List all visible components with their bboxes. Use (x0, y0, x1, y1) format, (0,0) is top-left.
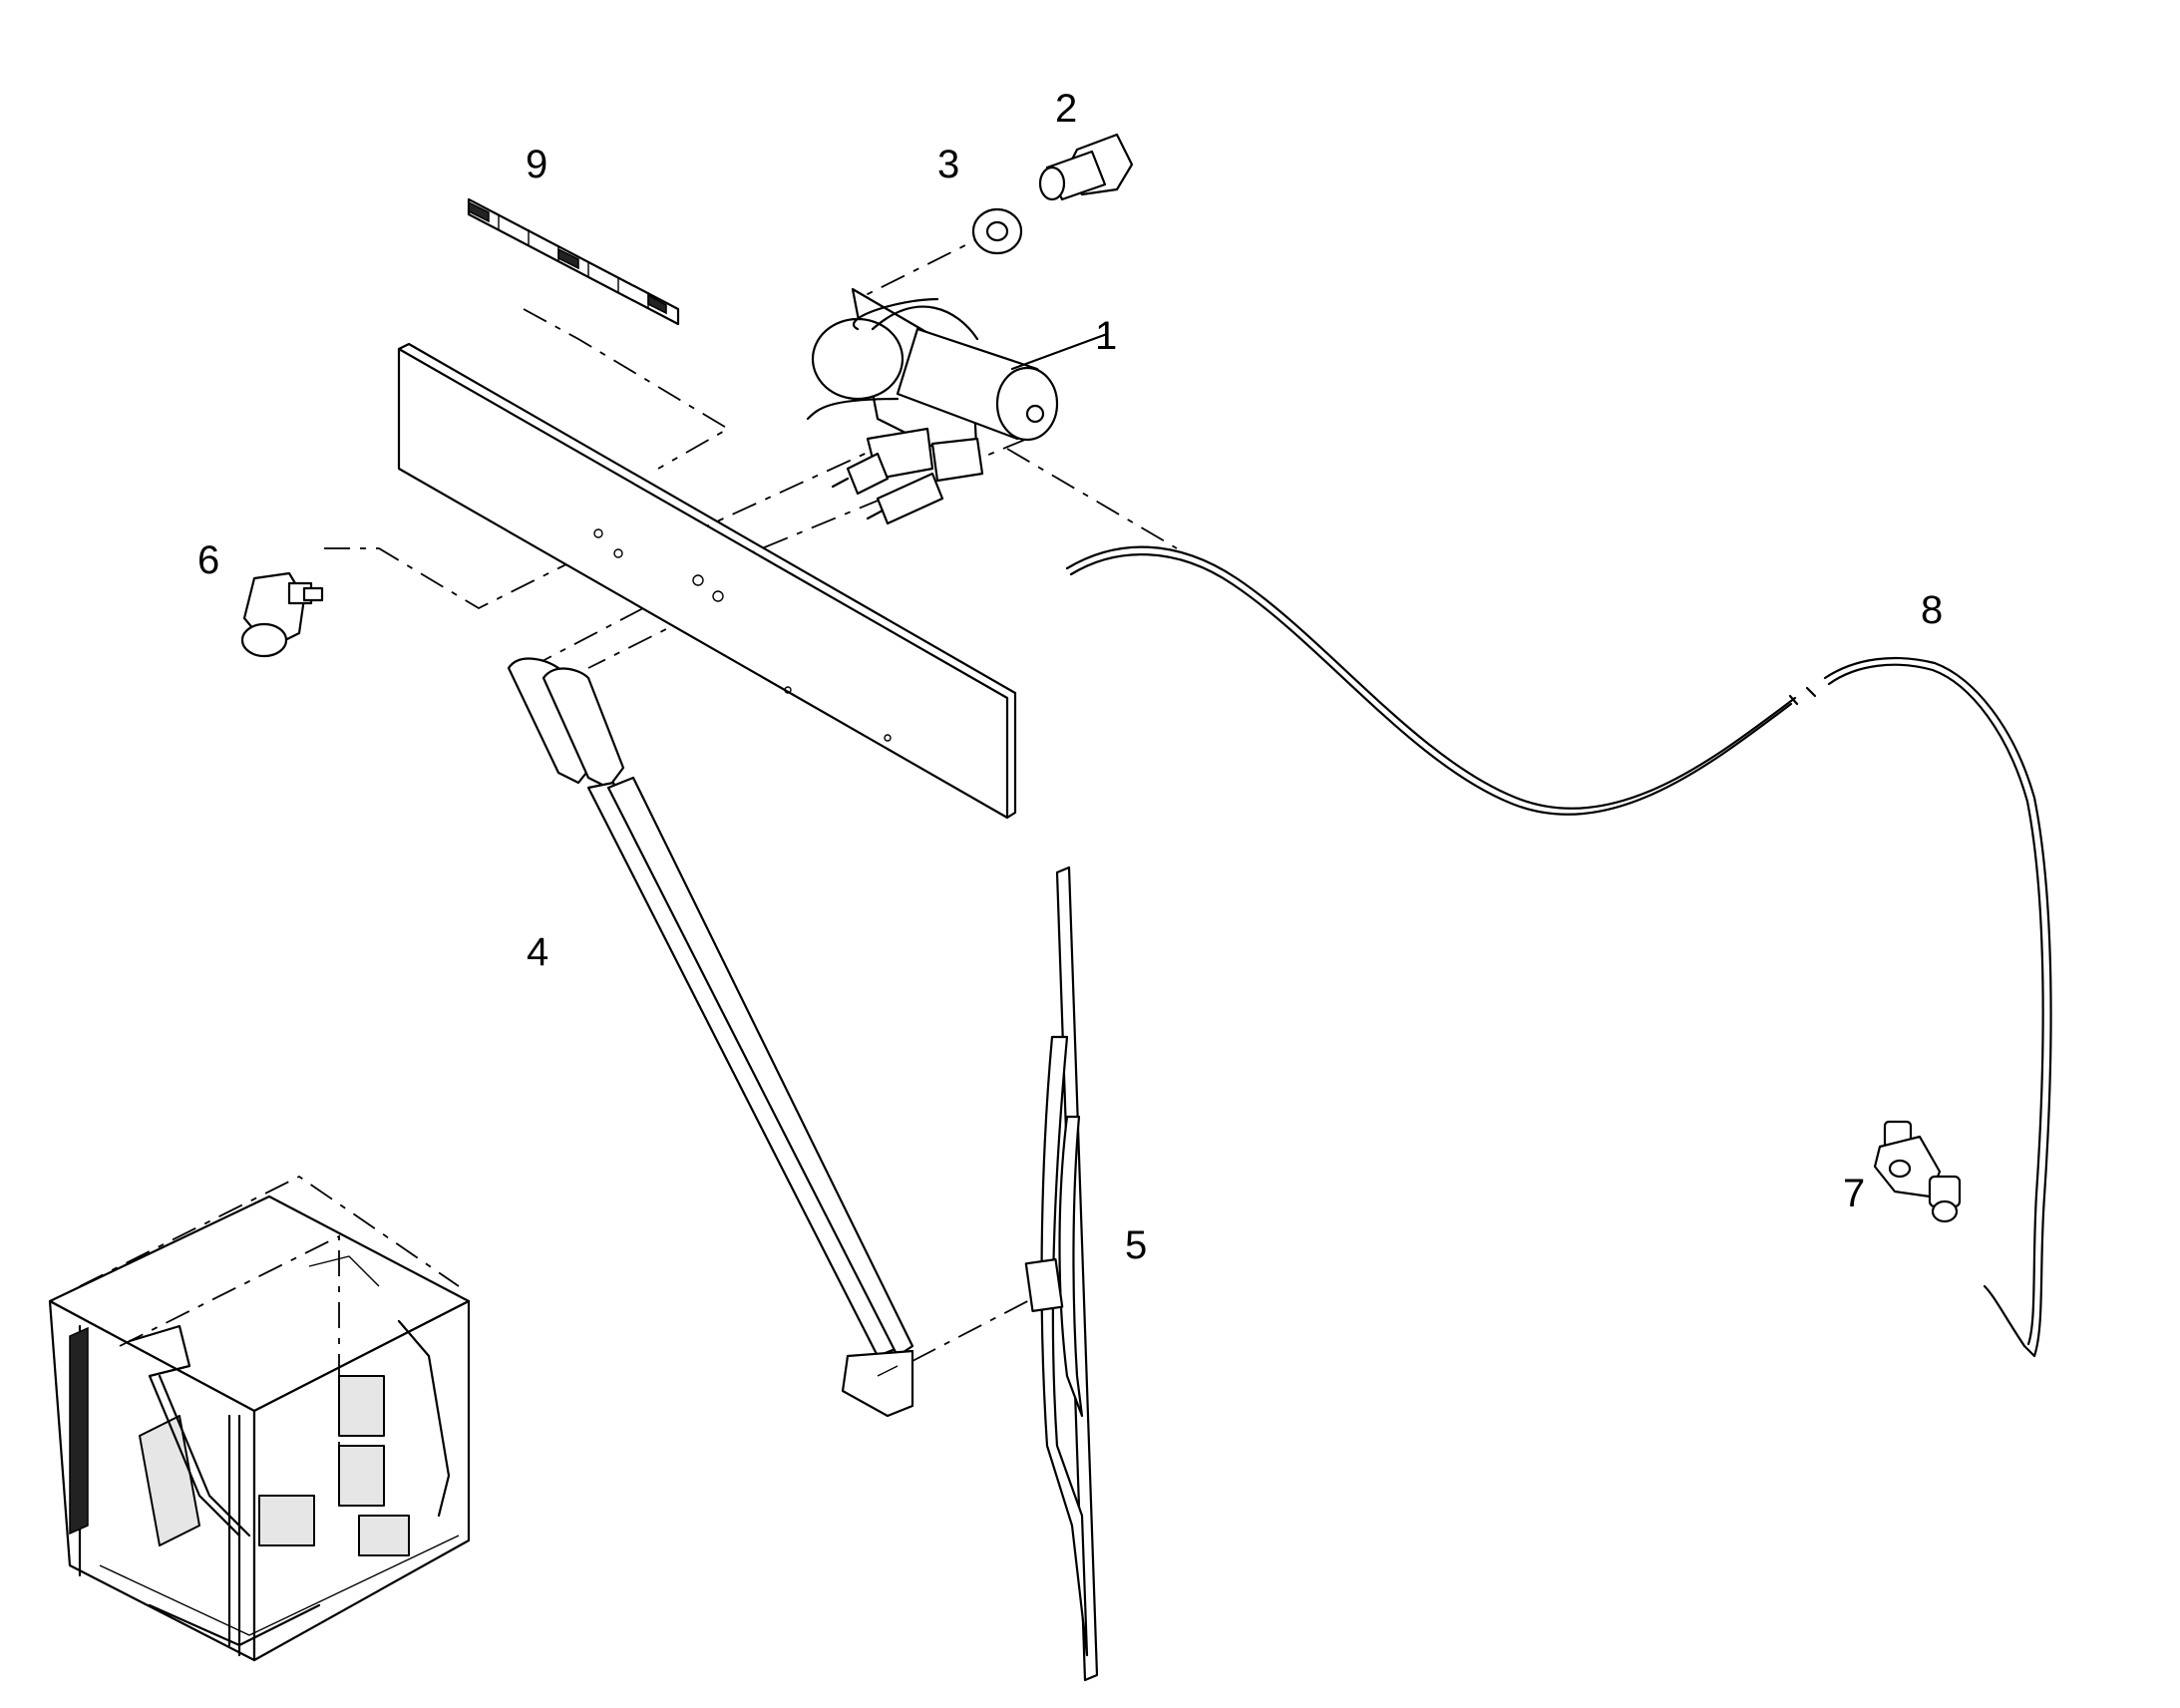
wiper-blade-part-5 (1024, 865, 1099, 1682)
check-valve-part-7 (1873, 1120, 1962, 1223)
wiper-motor-part-1 (806, 287, 1059, 525)
strip-part-9 (467, 197, 680, 326)
cab-overview (48, 1175, 471, 1662)
callout-5: 5 (1125, 1223, 1147, 1267)
callout-2: 2 (1055, 87, 1077, 131)
washer-part-3 (971, 207, 1023, 255)
callout-6: 6 (197, 538, 219, 582)
callout-4: 4 (527, 930, 548, 974)
callout-9: 9 (526, 143, 547, 186)
bolt-part-2 (1038, 133, 1134, 201)
mounting-plate (397, 342, 1017, 820)
washer-hose-part-8 (1065, 545, 2052, 1358)
callout-1: 1 (1095, 314, 1117, 358)
callout-8: 8 (1921, 588, 1943, 632)
callout-3: 3 (937, 143, 959, 186)
leader-lines (1010, 332, 1109, 371)
washer-nozzle-part-6 (240, 571, 324, 658)
callouts: 1 2 3 4 5 6 7 8 9 (197, 87, 1943, 1267)
callout-7: 7 (1843, 1172, 1865, 1215)
wiper-arm-part-4 (507, 657, 914, 1418)
